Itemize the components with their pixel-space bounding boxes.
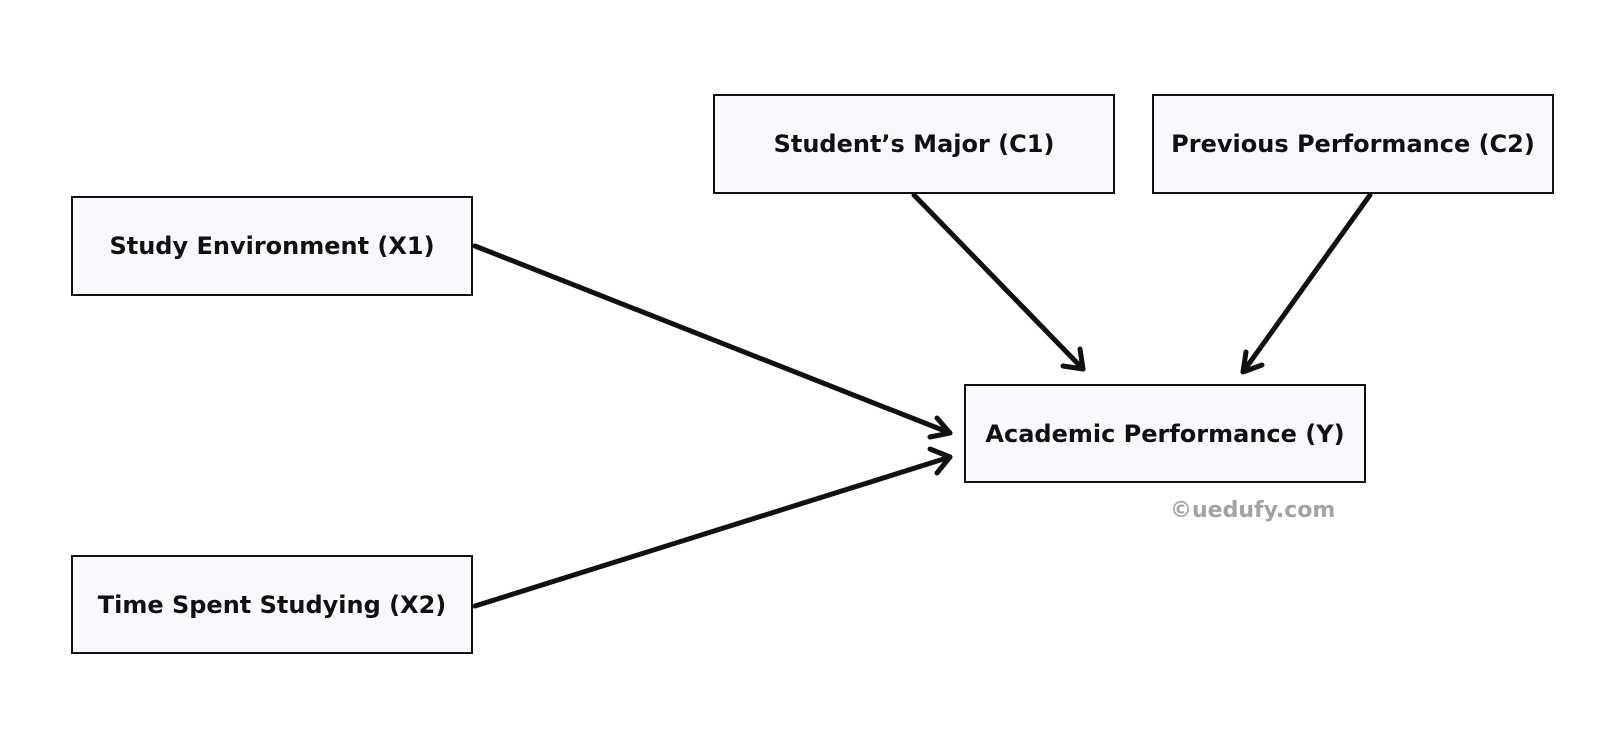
node-previous-performance: Previous Performance (C2) [1152,94,1554,194]
node-label: Student’s Major (C1) [773,130,1055,158]
edge-x1-to-y [472,243,953,440]
edge-x2-to-y [472,446,953,609]
node-study-environment: Study Environment (X1) [71,196,473,296]
node-students-major: Student’s Major (C1) [713,94,1115,194]
node-academic-performance: Academic Performance (Y) [964,384,1366,483]
node-label: Academic Performance (Y) [985,419,1345,448]
edge-c1-to-y [911,192,1086,372]
watermark-text: ©uedufy.com [1170,498,1336,523]
node-time-spent-studying: Time Spent Studying (X2) [71,555,473,654]
node-label: Previous Performance (C2) [1171,130,1535,158]
node-label: Time Spent Studying (X2) [97,590,447,619]
node-label: Study Environment (X1) [109,232,435,260]
edge-c2-to-y [1240,192,1373,375]
